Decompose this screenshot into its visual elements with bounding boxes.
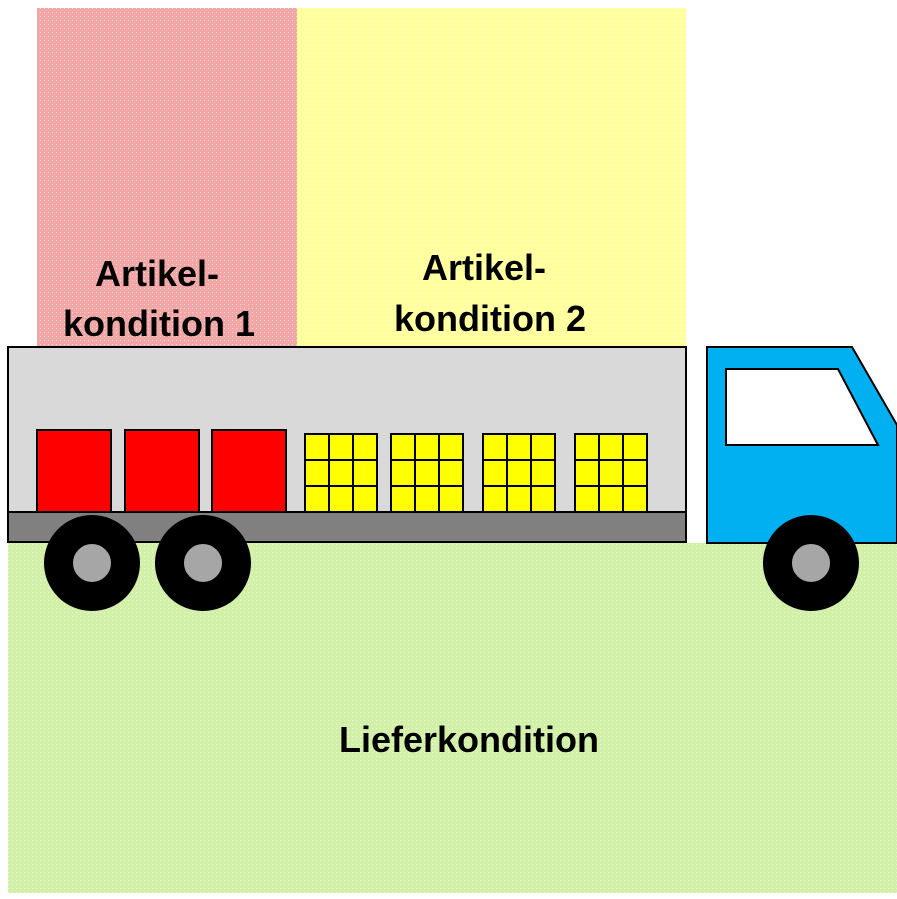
- yellow-crate: [482, 433, 556, 513]
- delivery-condition-region: [8, 543, 897, 893]
- rear-wheel-2: [155, 515, 251, 611]
- article-condition-1-label-line2: kondition 1: [63, 303, 255, 344]
- yellow-crates: [304, 433, 648, 513]
- red-box: [36, 429, 112, 513]
- article-condition-2-label-line2: kondition 2: [394, 298, 586, 339]
- red-box: [124, 429, 200, 513]
- cab-window: [725, 368, 880, 446]
- article-condition-2-label-line1: Artikel-: [422, 247, 546, 288]
- article-condition-1-label-line1: Artikel-: [95, 253, 219, 294]
- red-boxes: [36, 429, 287, 513]
- yellow-crate: [390, 433, 464, 513]
- article-condition-1-region: [37, 8, 297, 350]
- yellow-crate: [304, 433, 378, 513]
- front-wheel: [763, 515, 859, 611]
- article-condition-2-region: [297, 8, 686, 350]
- red-box: [211, 429, 287, 513]
- delivery-condition-label: Lieferkondition: [339, 719, 599, 760]
- rear-wheel-1: [44, 515, 140, 611]
- yellow-crate: [574, 433, 648, 513]
